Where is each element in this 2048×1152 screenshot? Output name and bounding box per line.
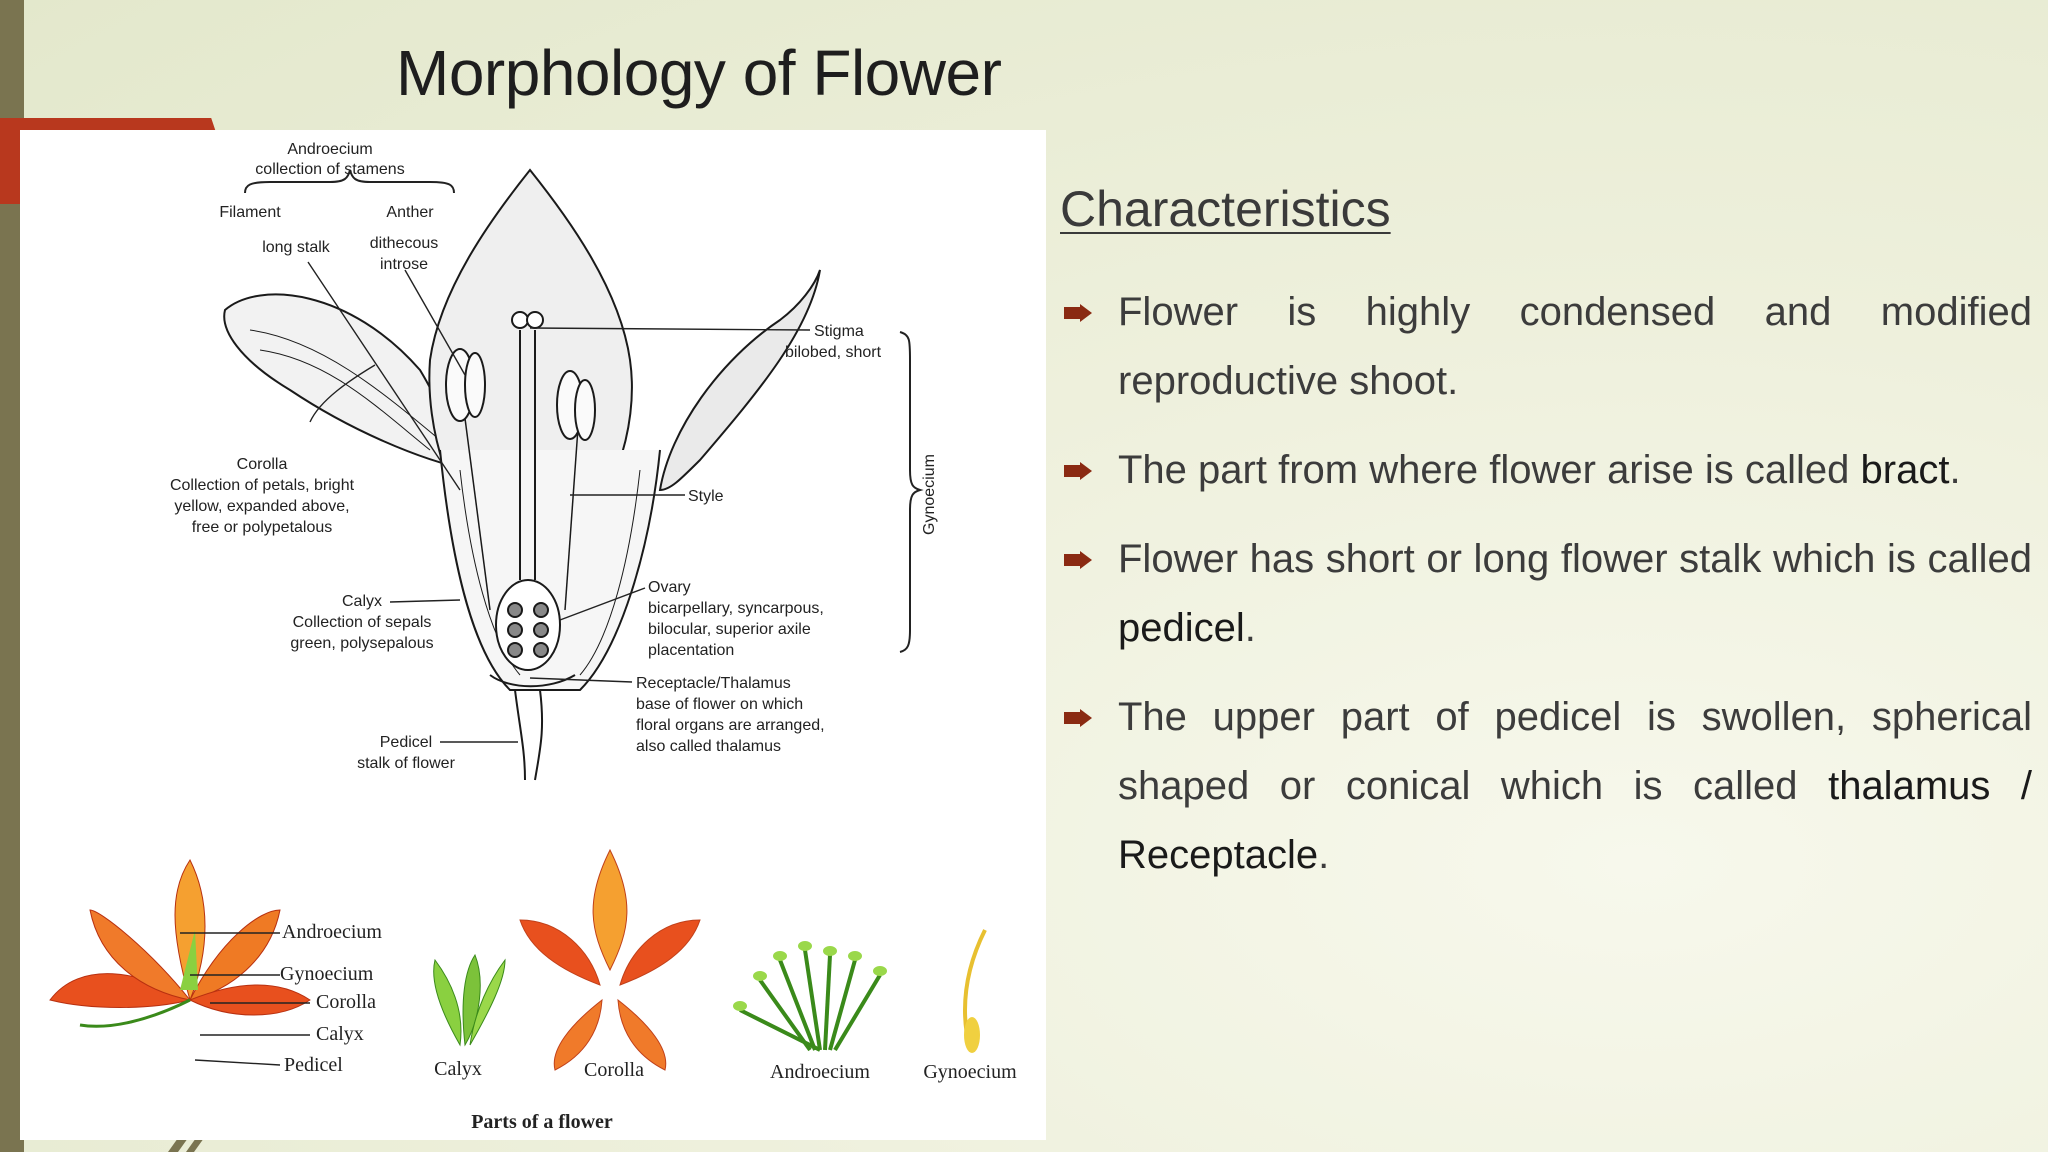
label-anther: Anther [386,204,434,221]
label-corolla-desc1: Collection of petals, bright [170,477,355,494]
label-anther-desc2: introse [380,256,428,273]
parts-leaders [180,932,310,1066]
label-corolla: Corolla [237,456,288,473]
list-item: The part from where flower arise is call… [1060,436,2032,505]
label-ovary-desc2: bilocular, superior axile [648,621,811,638]
label-stigma-desc: bilobed, short [785,344,882,361]
parts-label-corolla: Corolla [316,991,376,1013]
label-receptacle-desc2: floral organs are arranged, [636,717,825,734]
androecium-anthers [733,941,887,1011]
label-ovary-desc3: placentation [648,642,734,659]
list-item: The upper part of pedicel is swollen, sp… [1060,683,2032,890]
label-anther-desc1: dithecous [370,235,439,252]
label-pedicel: Pedicel [380,734,432,751]
parts-caption-corolla: Corolla [584,1059,644,1081]
parts-label-pedicel: Pedicel [284,1054,343,1076]
bullet-post: . [1244,606,1256,650]
parts-caption-androecium: Androecium [770,1061,870,1083]
label-pedicel-desc: stalk of flower [357,755,455,772]
label-stigma: Stigma [814,323,864,340]
calyx-sepals [433,953,506,1047]
list-item: Flower is highly condensed and modified … [1060,278,2032,416]
list-item: Flower has short or long flower stalk wh… [1060,525,2032,663]
label-calyx: Calyx [342,593,382,610]
parts-caption-gynoecium: Gynoecium [923,1061,1017,1083]
corolla-petals [519,848,701,1071]
bullet-term: thalamus / Receptacle [1118,764,2033,877]
parts-label-androecium: Androecium [282,921,382,943]
bullet-post: . [1949,448,1961,492]
label-receptacle-desc3: also called thalamus [636,738,781,755]
bullet-post: . [1318,833,1330,877]
characteristics-heading: Characteristics [1060,181,1391,237]
gynoecium-bracket [899,331,924,653]
arrow-bullet-icon [1064,304,1092,322]
label-receptacle-desc1: base of flower on which [636,696,803,713]
parts-caption-main: Parts of a flower [471,1111,613,1133]
label-calyx-desc2: green, polysepalous [290,635,433,652]
label-style: Style [688,488,724,505]
decorative-stripes [168,1138,204,1152]
label-calyx-desc1: Collection of sepals [293,614,432,631]
label-receptacle: Receptacle/Thalamus [636,675,791,692]
label-ovary: Ovary [648,579,691,596]
label-gynoecium: Gynoecium [921,454,938,535]
arrow-bullet-icon [1064,551,1092,569]
colored-flower [49,859,311,1028]
gynoecium-pistil [963,929,987,1053]
bullet-term: pedicel [1118,606,1245,650]
parts-label-gynoecium: Gynoecium [280,963,374,985]
label-ovary-desc1: bicarpellary, syncarpous, [648,600,824,617]
label-corolla-desc2: yellow, expanded above, [174,498,349,515]
leader-lines [307,261,811,743]
bullet-text: Flower is highly condensed and modified … [1118,290,2032,403]
label-androecium-desc: collection of stamens [255,161,404,178]
parts-label-calyx: Calyx [316,1023,364,1045]
parts-caption-calyx: Calyx [434,1058,482,1080]
slide-title: Morphology of Flower [396,37,1002,109]
label-filament: Filament [219,204,281,221]
flower-diagram-image: Androecium collection of stamens Filamen… [20,130,1046,1140]
bullet-term: bract [1860,448,1950,492]
label-corolla-desc3: free or polypetalous [192,519,333,536]
label-filament-desc: long stalk [262,239,331,256]
arrow-bullet-icon [1064,709,1092,727]
arrow-bullet-icon [1064,462,1092,480]
androecium-stamens [739,949,882,1052]
label-androecium: Androecium [287,141,372,158]
flower-diagram: Androecium collection of stamens Filamen… [49,141,1017,1133]
androecium-brace [244,169,455,194]
characteristics-list: Flower is highly condensed and modified … [1060,278,2032,910]
bullet-text: The upper part of pedicel is swollen, sp… [1118,695,2032,808]
bullet-text: The part from where flower arise is call… [1118,448,1861,492]
bullet-text: Flower has short or long flower stalk wh… [1118,537,2032,581]
